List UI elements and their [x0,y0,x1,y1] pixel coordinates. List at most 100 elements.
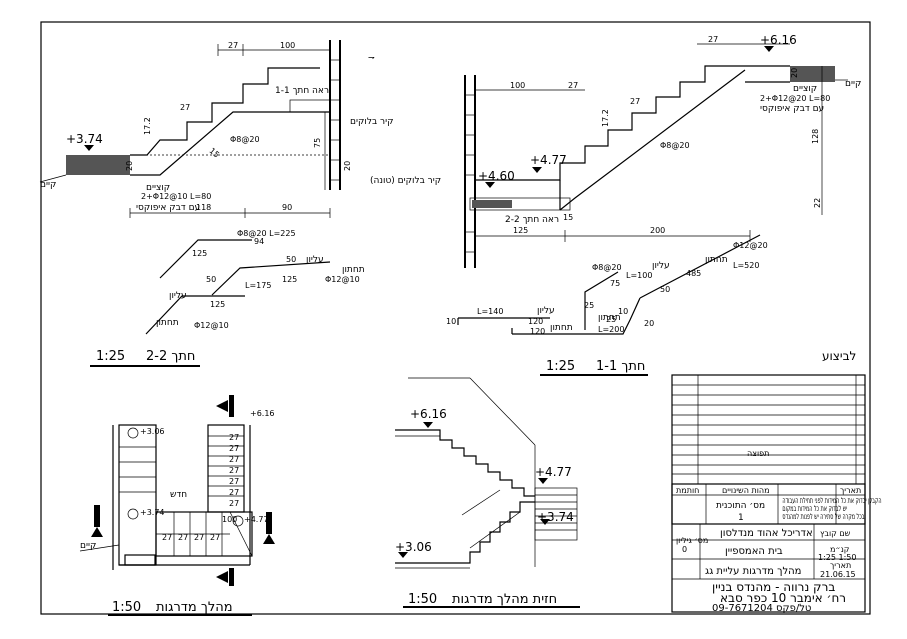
dim-27-top: 27 [228,41,238,50]
dim-90: 90 [282,203,292,212]
rebar-1-spec: Φ8@20 L=225 [237,229,296,238]
s1-rebar-1-dim: 485 [686,269,701,278]
plan-tread-7: 27 [229,499,239,508]
engineer-address: רח׳ אימבר 10 כפר סבא [720,591,846,605]
level-marker-3-74 [84,145,94,151]
s1-label-wall: קיר בלוקים (טונה) [370,176,441,186]
s1-rebar-4-d10: 10 [618,307,628,316]
section-1-1-title: חתך 1-1 [596,359,645,374]
rev-col-2: מס׳ התוכנית [716,501,765,511]
section-2-2-scale: 1:25 [96,349,125,364]
file-label: שם קובץ [820,529,851,538]
elev-level-marker-base [398,552,408,558]
plan-tread-9: 27 [178,533,188,542]
dim-27-mid: 27 [180,103,190,112]
s1-dim-128: 128 [811,129,820,144]
plan-tread-4: 27 [229,466,239,475]
elevation-scale: 1:50 [408,592,437,607]
plan-landing-label: חדש [170,490,187,500]
s1-level-mid: +4.77 [530,153,567,167]
label-bars: קוציים [146,183,170,193]
elev-level-base: +3.06 [395,540,432,554]
s1-dim-100: 100 [510,81,525,90]
s1-rebar-4-d25b: 25 [606,315,616,324]
rebar-2-tag: תחתון [342,265,365,275]
s1-label-bars: קוציים [793,84,817,94]
label-existing: קיים [40,180,56,190]
existing-slab-right [790,66,835,82]
s1-label-epoxy: עם דבק איפוקסי [760,104,824,114]
s1-rebar-4-tag-b: תחתון [598,313,621,323]
s1-rebar-3-dim: 120 [528,317,543,326]
rebar-4-tag: תחתון [156,318,179,328]
elev-level-low: +3.74 [537,510,574,524]
rebar-3-tag: עליון [169,291,187,301]
level-marker-4-77 [532,167,542,173]
dim-100-top: 100 [280,41,295,50]
s1-rebar-2-spec: Φ8@20 [592,263,622,272]
drawing-no-value: 0 [682,545,687,554]
stair-profile-2-2 [130,67,320,156]
dim-75: 75 [313,138,322,148]
plan-level-6-16: +6.16 [250,409,275,418]
drawing-no-label: מס׳ גיליון [676,536,708,545]
s1-level-low: +4.60 [478,169,515,183]
plan-tread-6: 27 [229,488,239,497]
s1-dim-125: 125 [513,226,528,235]
rev-col-1: חותמת [676,486,699,495]
date-value: 21.06.15 [820,570,856,579]
s1-rebar-2-tag: עליון [652,261,670,271]
elevation-lower-flight [395,501,535,564]
plan-level-3-06: +3.06 [140,427,165,436]
rebar-1-d50: 50 [286,255,296,264]
section-1-1-scale: 1:25 [546,359,575,374]
arrow-mark-icon: ⇁ [368,53,375,62]
plan-tread-2: 27 [229,444,239,453]
rebar-1-tag: עליון [306,255,324,265]
rebar-4-spec: Φ12@10 [194,321,229,330]
rebar-2-d50: 50 [206,275,216,284]
plan-level-4-77: +4.77 [244,515,269,524]
rev-col-3: תאריך [840,486,861,495]
s1-dim-200: 200 [650,226,665,235]
s1-rebar-2-dim-b: 50 [660,285,670,294]
stair-plan: 27 27 27 27 27 27 27 27 27 27 27 100 +3.… [79,395,275,616]
rebar-2-dim: 125 [282,275,297,284]
s1-rebar-4-tag: תחתון [550,323,573,333]
s1-rebar-1-len: L=520 [733,261,759,270]
s1-rebar-1-spec: Φ12@20 [733,241,768,250]
notes-line-1: הקבלן יבדוק את כל המידות לפני תחילת העבו… [782,496,881,506]
level-marker-4-60 [485,182,495,188]
label-bars-spec: 2+Φ12@10 L=80 [141,192,211,201]
plan-dim-100: 100 [222,515,237,524]
s1-dim-17-2: 17.2 [601,109,610,127]
dim-20: 20 [343,161,352,171]
plan-tread-8: 27 [162,533,172,542]
s1-rebar-4-d25: 25 [584,301,594,310]
rebar-2-len: L=175 [245,281,271,290]
rebar-3-dim: 125 [210,300,225,309]
stair-profile-1-1 [475,65,750,181]
scale-value: 1:25 1:50 [818,553,856,562]
stamp-label: לביצוע [822,349,856,363]
plan-tread-3: 27 [229,455,239,464]
drawing-title: מהלך מדרגות עליית גג [705,566,801,577]
plan-title: מהלך מדרגות [156,600,233,615]
plan-existing: קיים [80,541,96,551]
elev-level-top: +6.16 [410,407,447,421]
s1-dim-27c: 27 [630,97,640,106]
s1-dim-15: 15 [563,213,573,222]
engineer-name: ברק נרווה - מהנדס בניין [712,580,835,594]
plan-scale: 1:50 [112,600,141,615]
s1-dim-27b: 27 [568,81,578,90]
section-2-2: 27 100 27 17.2 15 20 75 20 118 90 +3.74 … [39,40,393,367]
plan-tread-11: 27 [210,533,220,542]
project-name: בית האמספיין [725,546,783,557]
label-top-bar: Φ8@20 [230,135,260,144]
dim-20-slab: 20 [125,161,134,171]
rebar-2-spec: Φ12@10 [325,275,360,284]
engineer-phone: טל/פקס 09-7671204 [712,603,811,614]
notes-line-2: יש לבדוק את כל המידות במקום [782,504,847,514]
architect-name: אדריכל אהוד מנדלסון [720,528,813,539]
